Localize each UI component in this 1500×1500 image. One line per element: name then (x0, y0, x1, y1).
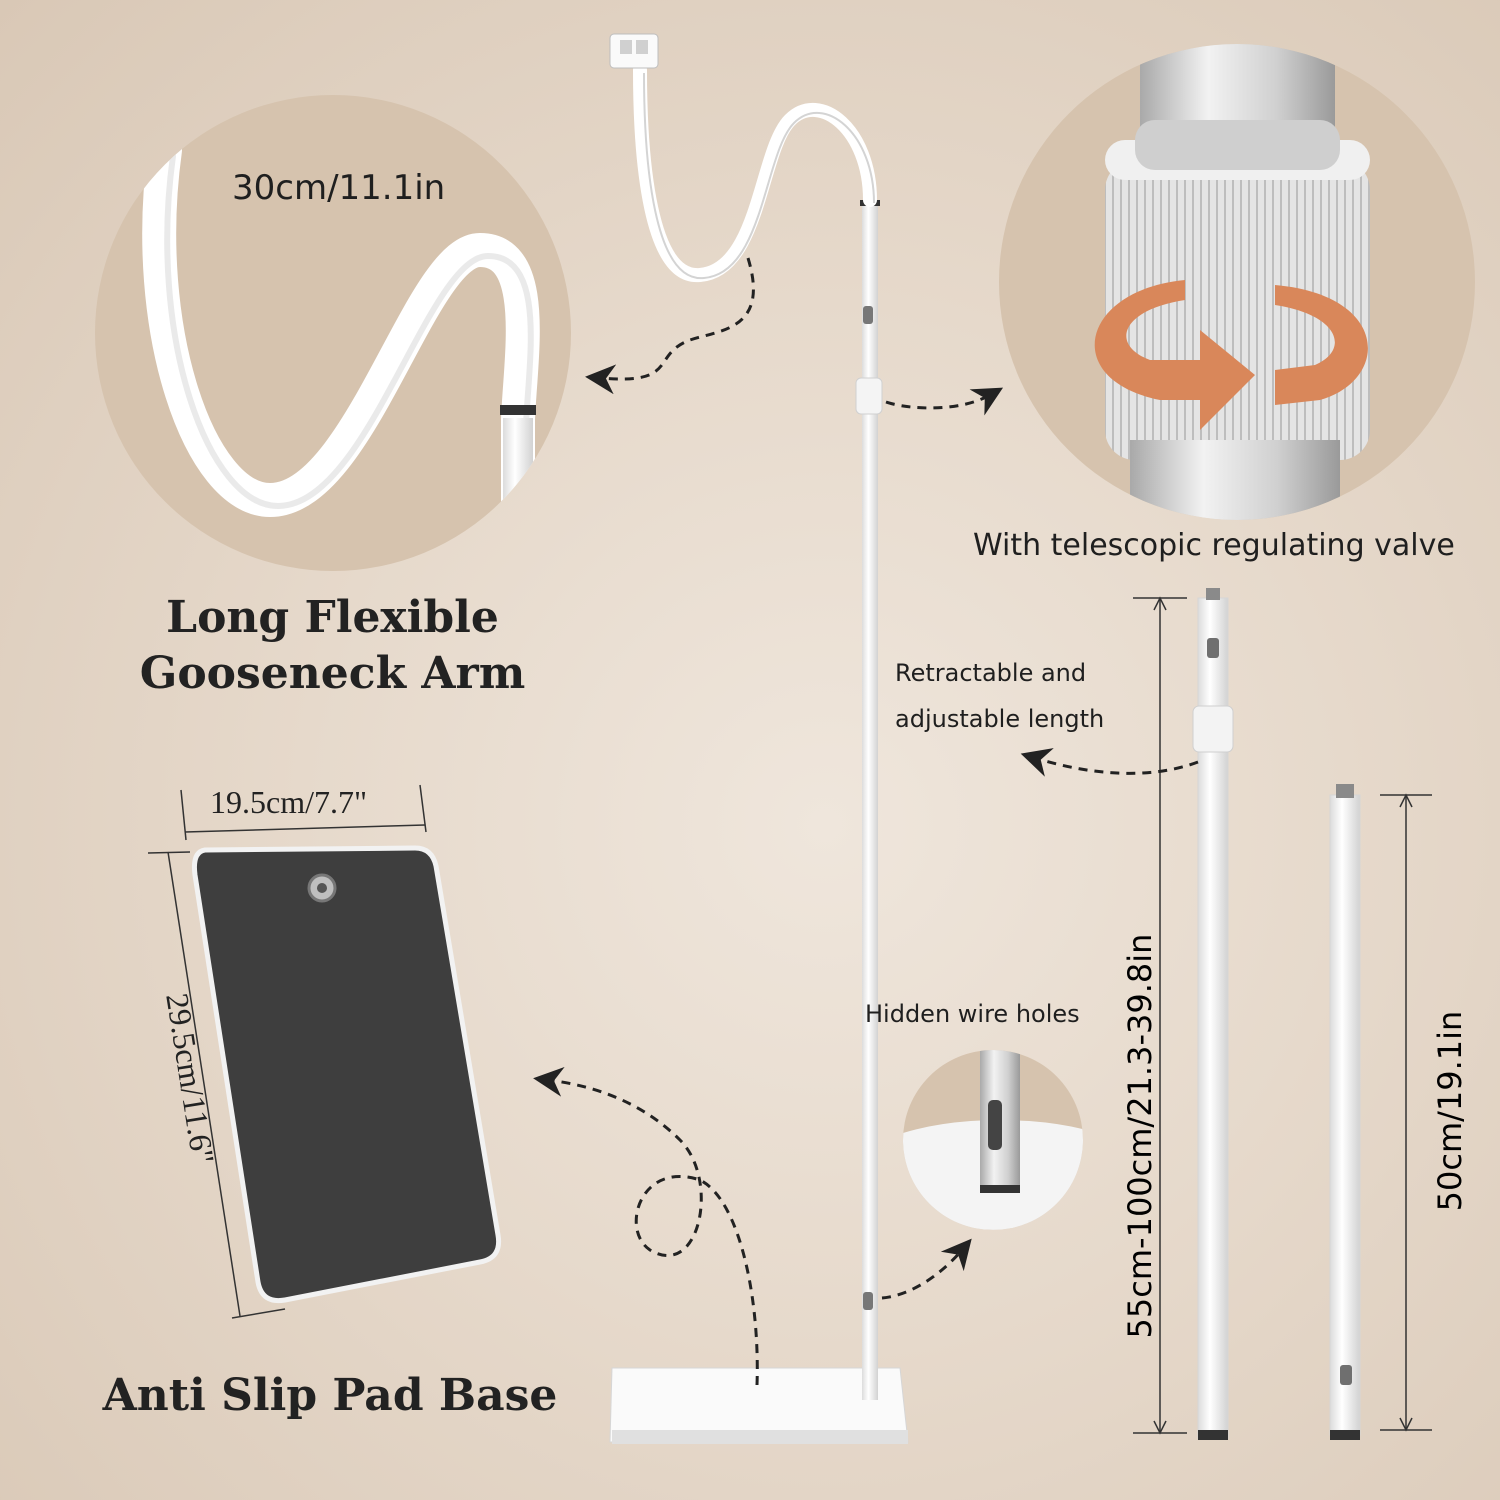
gooseneck-title-line1: Long Flexible (166, 592, 499, 643)
adjustable-pole (1133, 588, 1234, 1440)
base-width-label: 19.5cm/7.7" (210, 784, 368, 820)
retractable-line1: Retractable and (895, 659, 1087, 687)
rotate-arrow-icon (1094, 280, 1368, 430)
anti-slip-pad (147, 784, 502, 1319)
dashed-arrow-icon (533, 257, 1199, 1386)
floor-stand (609, 33, 909, 1444)
valve-closeup (999, 44, 1475, 520)
gooseneck-length-label: 30cm/11.1in (232, 168, 446, 208)
valve-label: With telescopic regulating valve (973, 528, 1455, 563)
wire-holes-label: Hidden wire holes (865, 1000, 1080, 1028)
fixed-pole-label: 50cm/19.1in (1431, 1010, 1469, 1212)
base-title: Anti Slip Pad Base (102, 1370, 558, 1421)
fixed-pole (1329, 784, 1432, 1440)
gooseneck-title-line2: Gooseneck Arm (139, 648, 526, 699)
retractable-line2: adjustable length (895, 705, 1105, 733)
gooseneck-closeup (95, 95, 571, 571)
gooseneck-title: Long Flexible Gooseneck Arm (120, 590, 545, 702)
adjustable-height-label: 55cm-100cm/21.3-39.8in (1121, 933, 1159, 1339)
wire-hole-closeup (903, 1050, 1083, 1230)
retractable-label: Retractable and adjustable length (895, 650, 1104, 742)
